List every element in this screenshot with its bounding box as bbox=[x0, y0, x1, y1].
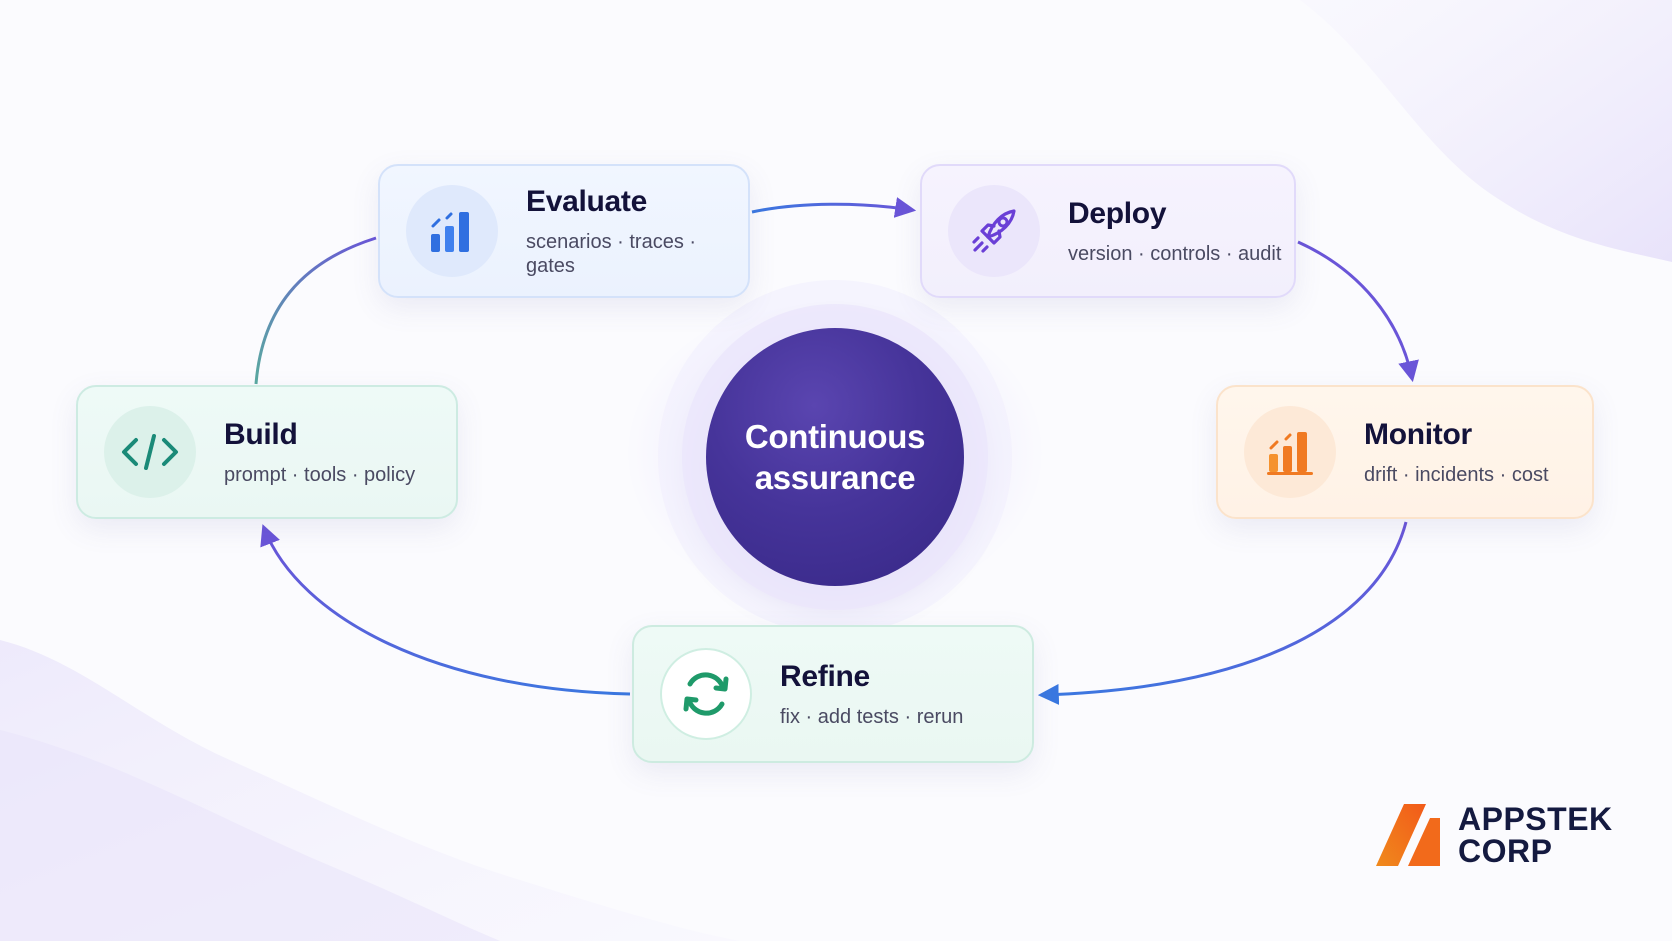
node-subtitle: fix · add tests · rerun bbox=[780, 706, 964, 728]
bar-chart-icon bbox=[431, 212, 469, 252]
evaluate-icon-badge bbox=[406, 185, 498, 277]
node-title: Build bbox=[224, 418, 298, 451]
deploy-icon-badge bbox=[948, 185, 1040, 277]
refine-icon-badge bbox=[660, 648, 752, 740]
arrow-evaluate-to-deploy bbox=[751, 197, 917, 218]
node-title: Evaluate bbox=[526, 185, 647, 218]
arrow-deploy-to-monitor bbox=[1297, 240, 1419, 383]
arrow-monitor-to-refine bbox=[1037, 521, 1408, 705]
bar-chart-icon bbox=[1267, 432, 1313, 475]
node-subtitle: version · controls · audit bbox=[1068, 243, 1282, 265]
node-monitor: Monitor drift · incidents · cost bbox=[1216, 385, 1594, 519]
center-node: Continuous assurance bbox=[706, 328, 964, 586]
logo-mark-icon bbox=[1376, 804, 1440, 866]
monitor-icon-badge bbox=[1244, 406, 1336, 498]
node-deploy: Deploy version · controls · audit bbox=[920, 164, 1296, 298]
refresh-icon bbox=[683, 672, 729, 716]
node-title: Deploy bbox=[1068, 197, 1167, 230]
rocket-icon bbox=[972, 209, 1016, 253]
node-title: Refine bbox=[780, 660, 870, 693]
node-title: Monitor bbox=[1364, 418, 1472, 451]
logo-line2: CORP bbox=[1458, 833, 1553, 869]
node-evaluate: Evaluate scenarios · traces · gates bbox=[378, 164, 750, 298]
node-build: Build prompt · tools · policy bbox=[76, 385, 458, 519]
company-logo: APPSTEK CORP bbox=[1374, 800, 1624, 870]
node-refine: Refine fix · add tests · rerun bbox=[632, 625, 1034, 763]
node-subtitle: scenarios · traces · gates bbox=[526, 231, 697, 277]
node-subtitle: drift · incidents · cost bbox=[1364, 464, 1549, 486]
node-subtitle: prompt · tools · policy bbox=[224, 464, 416, 486]
build-icon-badge bbox=[104, 406, 196, 498]
center-label: Continuous assurance bbox=[744, 418, 926, 496]
arrow-build-to-evaluate bbox=[254, 236, 377, 385]
logo-line1: APPSTEK bbox=[1458, 801, 1613, 837]
arrow-refine-to-build bbox=[260, 524, 631, 696]
code-icon bbox=[122, 434, 178, 470]
